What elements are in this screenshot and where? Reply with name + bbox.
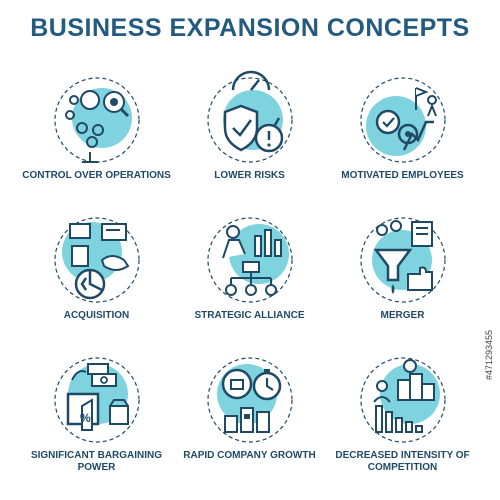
stock-id-watermark: #471293455 — [484, 329, 494, 380]
concept-rapid-growth: RAPID COMPANY GROWTH — [173, 350, 326, 462]
merger-icon — [348, 210, 458, 310]
concept-label: RAPID COMPANY GROWTH — [183, 450, 316, 461]
lower-risks-icon — [195, 70, 305, 170]
concept-label: ACQUISITION — [63, 310, 130, 321]
concept-lower-risks: LOWER RISKS — [173, 70, 326, 182]
concept-merger: MERGER — [326, 210, 479, 322]
concept-acquisition: ACQUISITION — [20, 210, 173, 322]
bargaining-power-icon: % — [42, 350, 152, 450]
decreased-competition-icon — [348, 350, 458, 450]
concept-label: LOWER RISKS — [214, 170, 285, 181]
concept-label: MERGER — [380, 310, 425, 321]
concept-motivated-employees: MOTIVATED EMPLOYEES — [326, 70, 479, 182]
concept-strategic-alliance: STRATEGIC ALLIANCE — [173, 210, 326, 322]
concept-label: MOTIVATED EMPLOYEES — [341, 170, 464, 181]
concept-label: STRATEGIC ALLIANCE — [194, 310, 305, 321]
svg-text:%: % — [80, 411, 91, 425]
page-title: BUSINESS EXPANSION CONCEPTS — [30, 14, 470, 42]
strategic-alliance-icon — [195, 210, 305, 310]
concept-bargaining-power: % SIGNIFICANT BARGAINING POWER — [20, 350, 173, 474]
rapid-growth-icon — [195, 350, 305, 450]
concept-label: SIGNIFICANT BARGAINING POWER — [30, 450, 163, 473]
motivated-employees-icon — [348, 70, 458, 170]
concept-label: DECREASED INTENSITY OF COMPETITION — [335, 450, 470, 473]
concept-control-operations: CONTROL OVER OPERATIONS — [20, 70, 173, 182]
control-operations-icon — [42, 70, 152, 170]
concept-label: CONTROL OVER OPERATIONS — [22, 170, 171, 181]
concept-decreased-competition: DECREASED INTENSITY OF COMPETITION — [326, 350, 479, 474]
acquisition-icon — [42, 210, 152, 310]
